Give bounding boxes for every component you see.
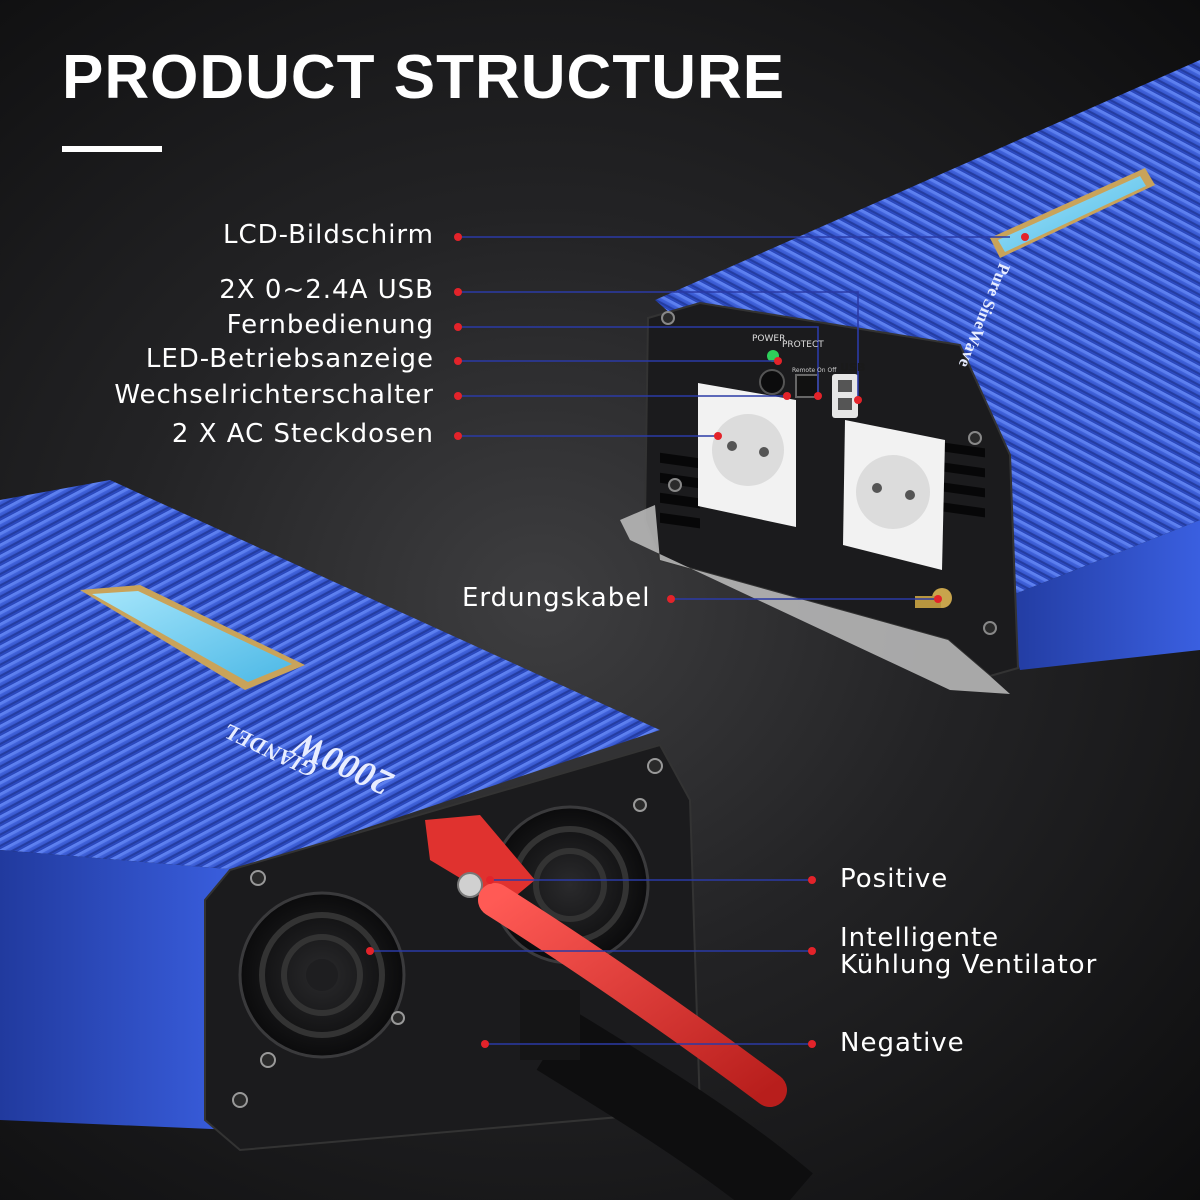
callout-fan-line1: Intelligente bbox=[840, 923, 1000, 953]
positive-cable bbox=[478, 883, 787, 1107]
inverter-dc-side bbox=[0, 480, 813, 1200]
inverter-body-side bbox=[1000, 520, 1200, 670]
ac-socket-2 bbox=[843, 420, 945, 570]
callout-dots bbox=[366, 233, 1029, 1048]
positive-terminal-cover bbox=[425, 815, 535, 905]
ac-socket-1 bbox=[698, 383, 796, 527]
panel-power-label: POWER bbox=[752, 334, 785, 344]
inverter-body-top-2 bbox=[0, 480, 660, 870]
callout-usb: 2X 0~2.4A USB bbox=[219, 275, 434, 305]
callout-fan-line2: Kühlung Ventilator bbox=[840, 950, 1098, 980]
cooling-fan-1 bbox=[238, 891, 406, 1059]
callout-lcd: LCD-Bildschirm bbox=[222, 220, 434, 250]
panel-protect-label: PROTECT bbox=[782, 340, 824, 350]
callout-switch: Wechselrichterschalter bbox=[114, 380, 434, 410]
inverter-body-side-2 bbox=[0, 850, 240, 1130]
mounting-foot bbox=[620, 505, 1010, 694]
callout-ground: Erdungskabel bbox=[462, 583, 651, 613]
page-title: PRODUCT STRUCTURE bbox=[62, 43, 786, 112]
title-underline bbox=[62, 146, 162, 152]
inverter-body-top bbox=[655, 60, 1200, 600]
callout-ac: 2 X AC Steckdosen bbox=[171, 419, 434, 449]
callout-remote: Fernbedienung bbox=[226, 310, 434, 340]
callout-leaders bbox=[370, 236, 1010, 1045]
remote-port-icon bbox=[795, 374, 819, 398]
callout-led: LED-Betriebsanzeige bbox=[145, 344, 434, 374]
panel-remote-label: Remote On Off bbox=[792, 367, 837, 374]
callout-negative: Negative bbox=[840, 1028, 965, 1058]
panel-usb-label: USB bbox=[840, 361, 865, 374]
inverter-ac-side bbox=[620, 60, 1200, 694]
negative-cable bbox=[536, 1010, 813, 1200]
callout-positive: Positive bbox=[840, 864, 949, 894]
power-switch-icon bbox=[759, 369, 785, 395]
